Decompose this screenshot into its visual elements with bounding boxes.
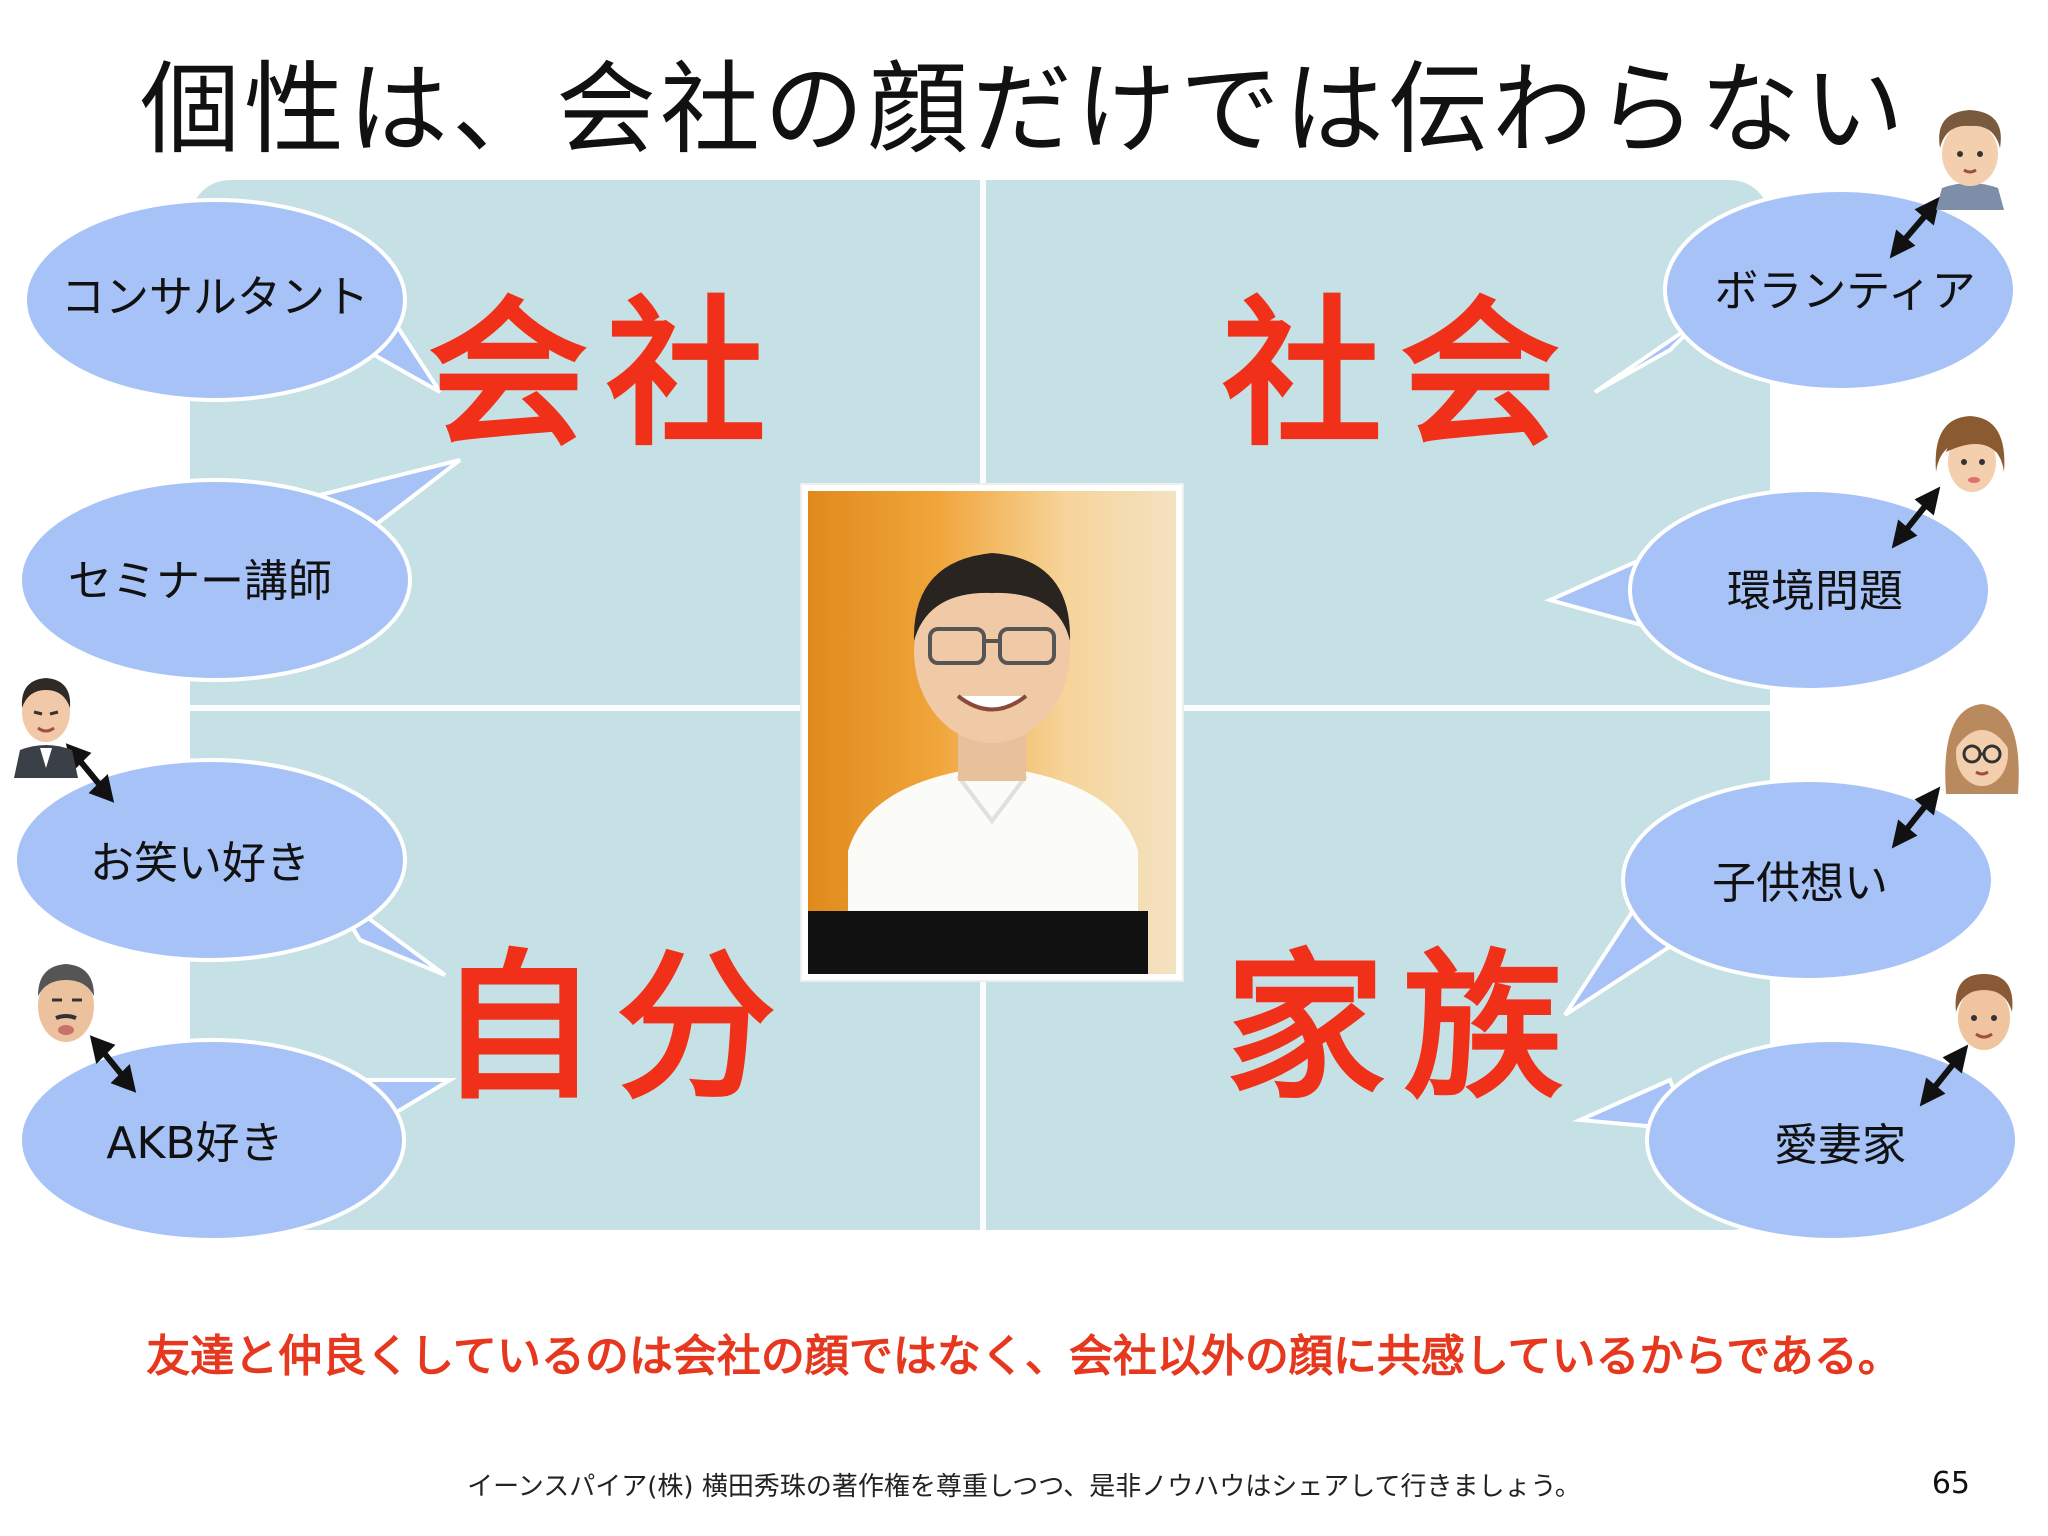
arrow-head-right-2b [1891, 519, 1918, 549]
balloon-label-children: 子供想い [1712, 858, 1888, 909]
slide-title: 個性は、会社の顔だけでは伝わらない [140, 51, 1908, 168]
copyright-notice: イーンスパイア(株) 横田秀珠の著作権を尊重しつつ、是非ノウハウはシェアして行き… [467, 1472, 1581, 1502]
portrait-figure [808, 553, 1148, 974]
arrow-head-left-2a [89, 1035, 116, 1064]
arrow-head-right-4b [1919, 1077, 1946, 1107]
quadrant-label-company: 会社 [428, 281, 785, 468]
balloon-label-environment: 環境問題 [1727, 566, 1903, 617]
balloon-seminar [18, 478, 412, 682]
arrow-head-right-1b [1889, 229, 1916, 259]
balloon-label-volunteer: ボランティア [1714, 266, 1976, 317]
balloon-consultant [23, 198, 407, 402]
quadrant-label-family: 家族 [1225, 934, 1582, 1121]
balloon-label-akb: AKB好き [106, 1118, 284, 1169]
balloon-label-wife: 愛妻家 [1774, 1120, 1906, 1171]
conclusion-text: 友達と仲良くしているのは会社の顔ではなく、会社以外の顔に共感しているからである。 [146, 1331, 1902, 1382]
young-woman-icon [1935, 416, 2005, 492]
balloon-label-owarai: お笑い好き [90, 838, 310, 889]
arrow-head-right-2a [1914, 486, 1941, 516]
arrow-head-left-2b [110, 1064, 137, 1093]
balloon-owarai [13, 758, 407, 962]
arrow-head-right-3a [1914, 786, 1941, 816]
quadrant-label-society: 社会 [1222, 281, 1579, 468]
balloon-label-seminar: セミナー講師 [68, 556, 332, 607]
page-number: 65 [1931, 1466, 1970, 1501]
quadrant-label-self: 自分 [438, 934, 795, 1121]
arrow-head-right-1a [1914, 196, 1941, 226]
arrow-head-right-3b [1891, 819, 1918, 849]
arrow-head-left-1b [88, 774, 115, 803]
balloon-akb [18, 1038, 406, 1242]
man-suit-icon [14, 678, 78, 778]
woman-glasses-icon [1945, 704, 2019, 794]
young-man-icon [1936, 110, 2004, 210]
portrait-photo [802, 485, 1182, 980]
arrow-head-right-4a [1942, 1044, 1969, 1074]
older-man-icon [38, 964, 94, 1042]
older-woman-icon [1955, 974, 2013, 1050]
balloon-volunteer [1663, 188, 2017, 392]
balloon-label-consultant: コンサルタント [61, 272, 369, 323]
